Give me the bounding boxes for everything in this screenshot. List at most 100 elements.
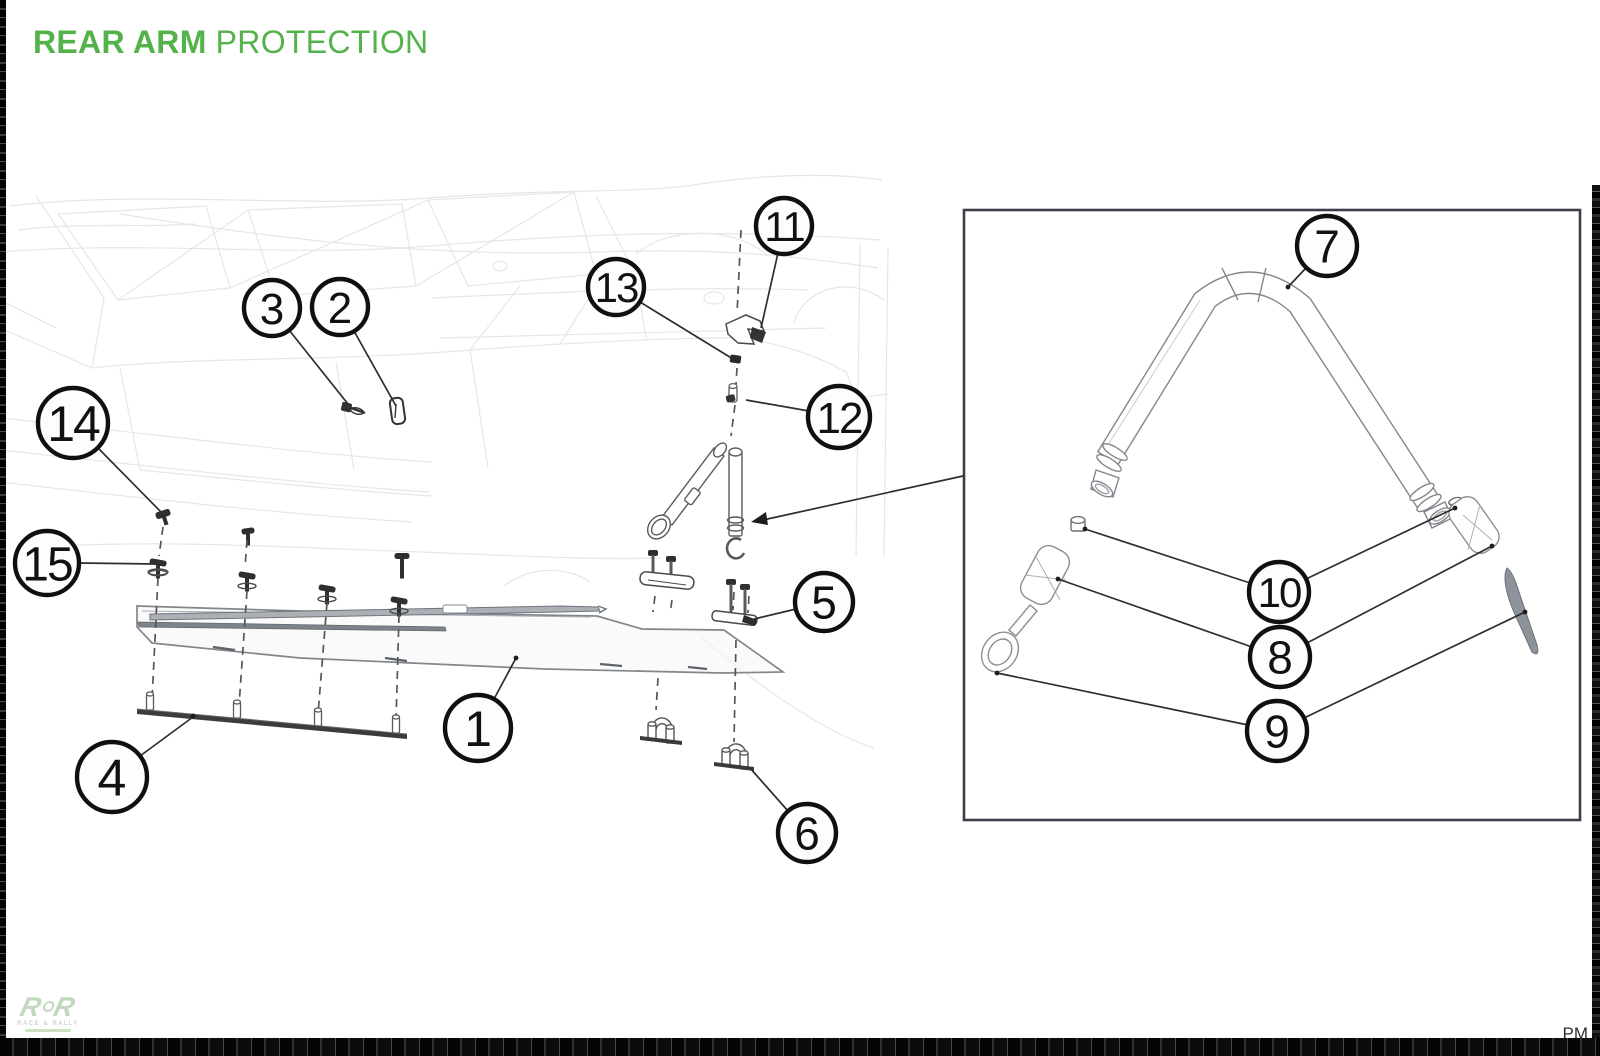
callout-6-circle (775, 801, 839, 865)
callout-6-number: 6 (794, 808, 820, 860)
callout-14-leader (97, 447, 163, 514)
callout-10-circle (1246, 559, 1312, 625)
nut-part-13 (729, 354, 742, 364)
callout-13-circle (585, 256, 647, 318)
callout-10-dot (1082, 526, 1088, 532)
callout-3-number: 3 (260, 285, 284, 334)
scan-edge-left (0, 0, 6, 1042)
page-title-regular: PROTECTION (215, 24, 429, 60)
detail-box (751, 208, 1582, 822)
callout-12-number: 12 (817, 394, 862, 443)
callout-9-number: 9 (1264, 706, 1290, 758)
pin-part-12 (725, 383, 738, 403)
callout-12: 12 (745, 383, 873, 451)
callout-9-dot (1522, 609, 1528, 615)
callout-15-circle (12, 528, 82, 598)
callout-13-number: 13 (595, 264, 638, 311)
bracket-part-5 (711, 579, 758, 627)
callout-10-number: 10 (1258, 569, 1301, 616)
scan-edge-right (1592, 185, 1600, 1038)
callout-4-circle (74, 739, 150, 815)
hook-bracket-part-11 (725, 314, 766, 345)
callout-10: 10 (1082, 505, 1458, 625)
bolt-part-14 (155, 509, 171, 526)
skid-plate (136, 605, 786, 674)
callout-14-circle (35, 385, 111, 461)
page-title-bold: REAR ARM (33, 24, 207, 60)
strap-assembly (646, 442, 746, 560)
callout-4-leader (139, 716, 194, 757)
washer-part-15 (147, 568, 169, 576)
callout-13: 13 (585, 256, 734, 360)
callout-11: 11 (753, 195, 815, 329)
callout-14-number: 14 (47, 396, 100, 452)
callout-8-dot (1489, 543, 1495, 549)
callout-12-circle (805, 383, 873, 451)
callout-9: 9 (994, 609, 1528, 764)
callout-1: 1 (442, 655, 519, 764)
callout-10-leader (1084, 528, 1251, 584)
callout-15-leader (78, 562, 155, 565)
dealer-logo-tagline (25, 1029, 71, 1032)
nut-left (1070, 515, 1086, 532)
callout-7-number: 7 (1314, 221, 1340, 273)
callout-10-dot (1452, 505, 1458, 511)
dashed-alignment-lines (151, 229, 750, 743)
u-bolt-right (714, 743, 754, 771)
callout-3-circle (241, 277, 303, 339)
callout-8-leader (1306, 545, 1493, 644)
callout-8-leader (1057, 578, 1253, 648)
callout-7: 7 (1285, 213, 1360, 290)
strap-blade-right (1504, 567, 1539, 655)
callout-8-dot (1055, 576, 1061, 582)
callout-2-leader (353, 330, 397, 407)
callout-8-number: 8 (1267, 632, 1293, 684)
clip-part-2 (388, 396, 407, 426)
callout-3-leader (288, 329, 349, 405)
callout-5-leader (753, 608, 797, 620)
callout-1-number: 1 (464, 701, 492, 757)
mounting-rail (136, 691, 408, 739)
dealer-logo-text: RACE & RALLY (17, 1021, 79, 1027)
callout-8-circle (1247, 624, 1313, 690)
callout-4: 4 (74, 713, 196, 815)
u-bolt-left (640, 717, 682, 745)
callout-14: 14 (35, 385, 163, 514)
callout-9-leader (996, 672, 1249, 726)
callout-9-circle (1244, 698, 1310, 764)
callout-5: 5 (753, 570, 856, 634)
callout-11-circle (753, 195, 815, 257)
callout-7-circle (1294, 213, 1360, 279)
scan-edge-bottom (0, 1038, 1600, 1056)
callout-2-number: 2 (328, 284, 352, 333)
callout-1-leader (493, 657, 517, 700)
callout-2: 2 (309, 276, 397, 407)
detail-box-arrow (751, 475, 964, 525)
callout-6: 6 (749, 767, 839, 865)
cap-right (1448, 496, 1500, 554)
callout-5-number: 5 (811, 577, 837, 629)
bracket-left (639, 550, 695, 590)
callout-3: 3 (241, 277, 349, 405)
callout-4-dot (190, 713, 196, 719)
callout-11-number: 11 (764, 203, 804, 250)
callout-7-leader (1287, 267, 1307, 288)
callout-15: 15 (12, 528, 155, 598)
callout-9-dot (994, 670, 1000, 676)
edge-trim-blades (137, 604, 608, 632)
a-frame-tube (1090, 267, 1453, 529)
callout-15-number: 15 (22, 538, 72, 591)
callout-10-leader (1305, 507, 1456, 580)
callout-2-circle (309, 276, 371, 338)
callout-5-circle (792, 570, 856, 634)
callout-6-leader (749, 767, 789, 812)
callout-11-leader (760, 252, 779, 329)
mounting-bolts-row (148, 509, 410, 617)
callout-13-leader (639, 301, 734, 360)
callout-1-circle (442, 692, 514, 764)
